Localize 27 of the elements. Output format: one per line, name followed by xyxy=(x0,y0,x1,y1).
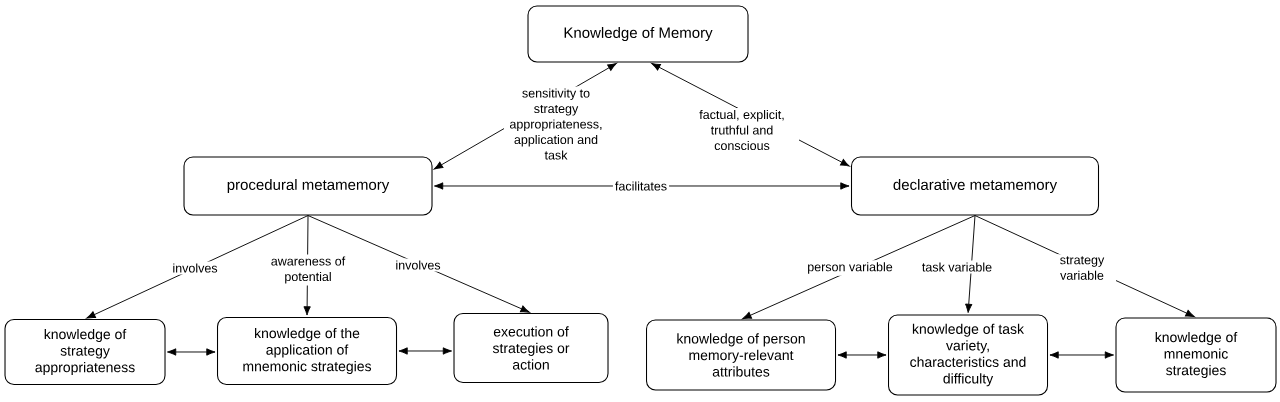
edge-label: awareness of potential xyxy=(261,254,355,286)
edge-label: sensitivity to strategy appropriateness, application and task xyxy=(504,86,608,162)
arrow xyxy=(167,348,216,356)
edge-label: strategy variable xyxy=(1048,254,1116,282)
rounded-box: Knowledge of Memory xyxy=(527,5,749,63)
rounded-box: knowledge of strategy appropriateness xyxy=(4,318,166,386)
edge-label: person variable xyxy=(805,260,895,276)
arrow xyxy=(1049,351,1114,359)
edge-label: factual, explicit, truthful and conscious xyxy=(685,107,799,153)
arrow xyxy=(837,351,887,359)
rounded-box: knowledge of task variety, characteristics and difficulty xyxy=(887,314,1049,396)
edge-label: task variable xyxy=(919,260,995,274)
arrow xyxy=(965,215,976,313)
arrow xyxy=(398,347,452,355)
rounded-box: execution of strategies or action xyxy=(453,312,609,384)
arrow xyxy=(434,182,850,190)
edge-label: facilitates xyxy=(612,179,670,193)
rounded-box: knowledge of person memory-relevant attributes xyxy=(645,319,837,391)
arrow xyxy=(86,215,309,319)
edge-label: involves xyxy=(170,261,220,275)
arrow xyxy=(307,215,530,313)
arrow xyxy=(742,215,976,320)
rounded-box: procedural metamemory xyxy=(183,156,433,216)
rounded-box: knowledge of the application of mnemonic strategies xyxy=(217,316,398,386)
rounded-box: declarative metamemory xyxy=(850,156,1100,216)
rounded-box: knowledge of mnemonic strategies xyxy=(1115,317,1277,393)
edge-label: involves xyxy=(393,258,443,272)
